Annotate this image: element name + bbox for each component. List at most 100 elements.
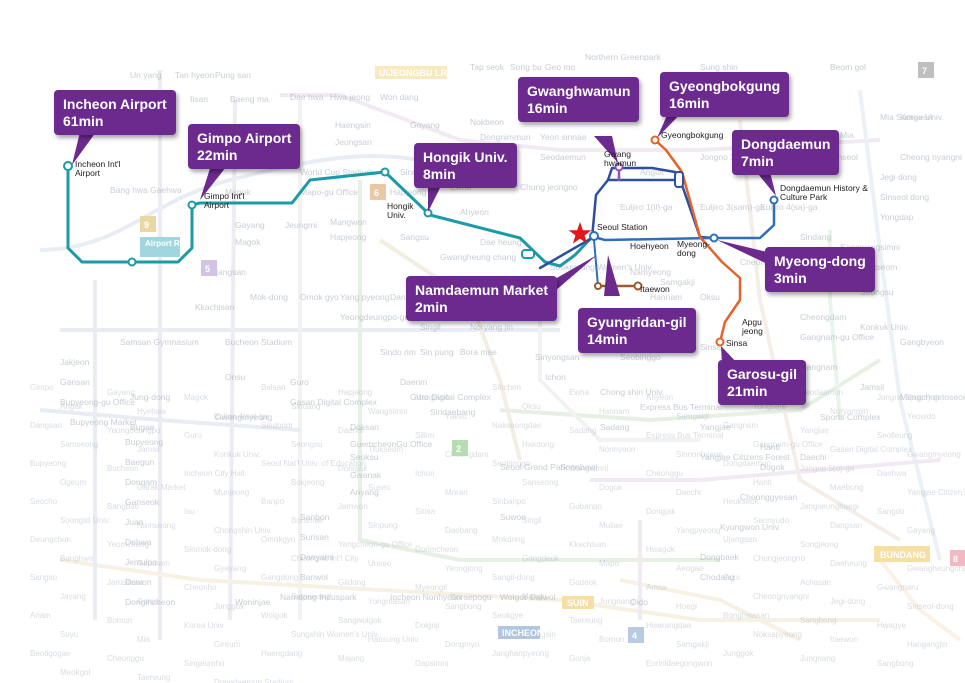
jongno3ga-station-marker	[674, 171, 684, 188]
svg-text:Tap seok: Tap seok	[470, 62, 505, 72]
background-station-name: Janghanpyeong	[492, 649, 549, 658]
background-station-name: Gunja	[569, 654, 591, 663]
background-station-name: Samgakji	[676, 412, 709, 421]
svg-text:Yangjae: Yangjae	[700, 422, 731, 432]
svg-text:Yang pyeong: Yang pyeong	[340, 292, 390, 302]
svg-text:Sports Complex: Sports Complex	[820, 412, 881, 422]
line-1-loop	[606, 166, 677, 182]
highlighted-lines	[66, 138, 776, 344]
svg-text:Seonbawi: Seonbawi	[560, 462, 597, 472]
background-station-name: Seolleung	[877, 431, 913, 440]
background-station-name: Daechi	[676, 488, 701, 497]
svg-text:7: 7	[922, 66, 927, 76]
gimpo-airport-station-dot	[187, 200, 197, 210]
background-station-name: Singil	[522, 516, 542, 525]
background-network	[39, 70, 962, 642]
gyeyang-station-dot	[127, 257, 137, 267]
svg-text:Ujangsan: Ujangsan	[210, 267, 246, 277]
svg-text:Seongsu: Seongsu	[860, 287, 894, 297]
background-station-name: Sindorim	[261, 421, 293, 430]
gyeongbokgung-station-dot	[650, 135, 660, 145]
background-station-name: Cheonggu	[107, 654, 144, 663]
background-station-name: Ewha	[569, 388, 590, 397]
background-station-name: Daehwa	[877, 469, 907, 478]
svg-text:Wolgot: Wolgot	[500, 592, 527, 602]
background-station-name: Hannam	[599, 407, 630, 416]
line-3	[653, 138, 742, 344]
background-station-name: Sangwolgok	[338, 616, 383, 625]
svg-text:Sangsu: Sangsu	[400, 232, 429, 242]
svg-text:Dongbaek: Dongbaek	[700, 552, 740, 562]
callout-incheon-airport: Incheon Airport 61min	[54, 90, 176, 135]
svg-text:Baeng ma: Baeng ma	[230, 94, 269, 104]
background-station-name: Hyehwa	[137, 407, 166, 416]
svg-text:Dae hwa: Dae hwa	[290, 92, 324, 102]
background-station-name: Namseong	[137, 521, 176, 530]
svg-text:Juan: Juan	[125, 517, 144, 527]
background-station-name: Gubanpo	[569, 502, 602, 511]
background-station-name: Sangil-dong	[492, 573, 535, 582]
background-badges: UIJEONGBU LRT Airport Railroad INCHEON S…	[140, 62, 965, 643]
background-station-name: Jongno 5(o)-ga	[800, 464, 855, 473]
background-station-name: Gwangmyeong	[907, 450, 961, 459]
background-station-name: Cheonggu	[646, 469, 683, 478]
background-station-name: Mangwon	[415, 393, 450, 402]
svg-text:Sanbon: Sanbon	[300, 512, 330, 522]
svg-text:Ganseok: Ganseok	[125, 497, 160, 507]
svg-text:Suwon: Suwon	[500, 512, 526, 522]
svg-text:Mia Samgeori: Mia Samgeori	[880, 112, 933, 122]
gongdeok-station-marker	[521, 249, 535, 259]
svg-text:Yeongdeungpo-gu Office: Yeongdeungpo-gu Office	[340, 312, 434, 322]
background-station-name: Jangseungbaegi	[800, 502, 859, 511]
svg-text:Gangnam: Gangnam	[800, 362, 837, 372]
svg-text:Sinseol: Sinseol	[830, 152, 858, 162]
background-station-name: Hwarangdae	[646, 621, 692, 630]
callout-garosu-gil: Garosu-gil 21min	[718, 360, 807, 405]
svg-text:Magok: Magok	[225, 187, 251, 197]
svg-text:Dohwa: Dohwa	[125, 537, 152, 547]
ddp-label: Dongdaemun History & Culture Park	[780, 183, 868, 202]
svg-text:Seoul Grand Park: Seoul Grand Park	[500, 462, 568, 472]
background-station-name: Sinmok-dong	[184, 545, 231, 554]
svg-text:Chong shin Univ.: Chong shin Univ.	[600, 387, 664, 397]
background-station-name: Jamwon	[338, 502, 368, 511]
callout-myeong-dong: Myeong-dong 3min	[765, 247, 875, 292]
gyeongbokgung-label: Gyeongbokgung	[661, 130, 724, 140]
background-station-name: Dongdaemun Stadium	[214, 678, 294, 683]
svg-text:Cheongdam: Cheongdam	[800, 312, 846, 322]
sinsa-station-dot	[715, 337, 725, 347]
background-station-name: Gireum	[214, 640, 241, 649]
callout-dongdaemun: Dongdaemun 7min	[732, 130, 840, 175]
svg-text:Bora mae: Bora mae	[460, 347, 497, 357]
background-station-name: Seokgye	[492, 611, 524, 620]
background-station-name: Seodaemun	[800, 388, 843, 397]
background-station-name: Hansung Univ.	[368, 635, 420, 644]
svg-text:Daeyami: Daeyami	[300, 552, 334, 562]
svg-text:Hanti: Hanti	[760, 442, 780, 452]
background-station-name: Euljiro 4(sa)-ga	[214, 412, 269, 421]
seoul-station-dot	[589, 231, 599, 241]
svg-text:Sindo rim: Sindo rim	[380, 347, 416, 357]
background-station-name: Dorimcheon	[415, 545, 458, 554]
svg-text:Mapo-gu Office: Mapo-gu Office	[300, 187, 358, 197]
background-station-name: Jegi-dong	[830, 597, 865, 606]
background-station-name: Jungnang	[599, 597, 634, 606]
svg-text:Baegun: Baegun	[125, 457, 155, 467]
background-station-name: Sungshin Women's Univ.	[291, 630, 379, 639]
callout-gyungridan-gil: Gyungridan-gil 14min	[578, 308, 696, 353]
background-station-name: Samseong	[60, 440, 98, 449]
myeongdong-station-dot	[709, 233, 719, 243]
background-station-name: Mullae	[599, 521, 623, 530]
background-station-name: Anguk	[60, 402, 84, 411]
svg-text:Bupyeong-gu Office: Bupyeong-gu Office	[60, 397, 135, 407]
background-station-name: Omokgyo	[261, 535, 296, 544]
background-station-name: Sagajeong	[291, 592, 329, 601]
svg-text:Noryang jin: Noryang jin	[470, 322, 513, 332]
background-station-name: Bonghwasan	[723, 611, 769, 620]
hongik-univ-label: Hongik Univ.	[387, 201, 414, 220]
svg-text:Daechi: Daechi	[800, 452, 827, 462]
background-station-name: Singeumho	[184, 659, 225, 668]
background-station-name: Chongshin Univ.	[214, 526, 272, 535]
svg-text:Samgakji: Samgakji	[660, 277, 695, 287]
